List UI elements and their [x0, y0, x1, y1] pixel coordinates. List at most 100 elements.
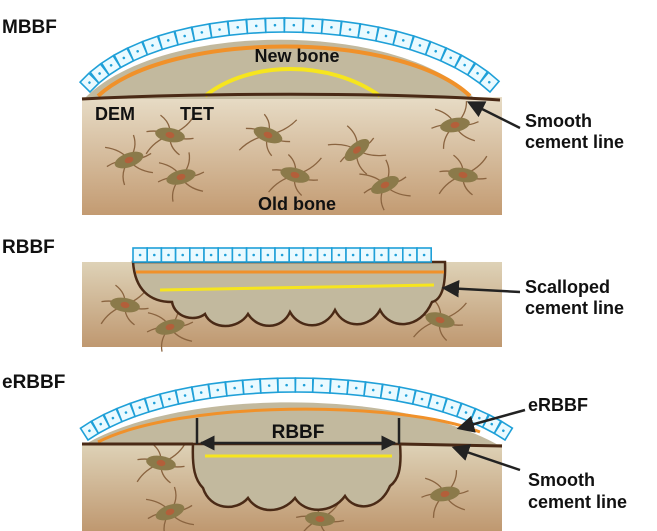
- lining-cell-layer: [78, 17, 501, 94]
- lining-cell: [188, 247, 205, 263]
- smooth-cement-line: [82, 442, 503, 448]
- lining-cell: [283, 17, 305, 34]
- lining-cell: [320, 18, 343, 37]
- lining-cell: [330, 247, 347, 263]
- lining-cell: [144, 393, 165, 413]
- lining-cell: [373, 247, 390, 263]
- osteocyte: [146, 455, 176, 471]
- rbbf-inner-label: RBBF: [272, 422, 325, 443]
- callout-text-line2: cement line: [525, 298, 624, 318]
- osteocyte: [155, 503, 185, 521]
- lining-cell: [416, 247, 433, 263]
- lining-cell: [245, 17, 267, 35]
- old-bone-label: Old bone: [258, 194, 336, 214]
- panel-title-erbbf: eRBBF: [2, 372, 65, 393]
- lining-cell: [302, 247, 319, 263]
- tet-label: TET: [180, 104, 214, 124]
- lining-cell-layer: [132, 247, 433, 263]
- callout-arrow-erbbf: [456, 408, 526, 433]
- lining-cell: [329, 378, 349, 396]
- lining-cell: [224, 379, 245, 397]
- osteocyte: [114, 151, 144, 169]
- lining-cell: [379, 383, 401, 402]
- osteocyte: [344, 138, 370, 162]
- osteocyte: [425, 312, 455, 328]
- osteocyte-cells: [114, 117, 478, 194]
- lining-cell: [359, 247, 376, 263]
- lining-cell: [302, 17, 324, 35]
- callout-text-line2: cement line: [525, 132, 624, 152]
- lining-cell: [493, 420, 514, 442]
- tet-line: [159, 283, 435, 292]
- callout-text-line1: Scalloped: [525, 277, 610, 297]
- lining-cell: [401, 247, 418, 263]
- panel-mbbf: MBBF New bone DEM TET Old bone Smooth ce…: [2, 17, 624, 215]
- lining-cell: [207, 381, 228, 400]
- panel-title-mbbf: MBBF: [2, 17, 57, 38]
- lining-cell: [231, 247, 248, 263]
- new-bone-label: New bone: [254, 46, 339, 66]
- lining-cell: [311, 377, 332, 394]
- panel-rbbf: RBBF Scalloped cement line: [2, 237, 624, 352]
- dem-line: [96, 44, 472, 98]
- lining-cell: [346, 379, 367, 397]
- lining-cell: [132, 247, 149, 263]
- callout-arrow: [466, 101, 521, 130]
- lining-cell: [78, 72, 100, 94]
- old-bone-block: [82, 97, 502, 215]
- scalloped-cavity: [131, 260, 447, 328]
- lining-cell: [339, 20, 361, 39]
- lining-cell: [157, 30, 180, 51]
- lining-cell: [208, 20, 231, 39]
- osteocyte-cells: [110, 297, 455, 335]
- lining-cell: [345, 247, 362, 263]
- callout-arrow-cement: [451, 444, 521, 472]
- lining-cell: [277, 377, 297, 394]
- lining-cell: [191, 383, 212, 402]
- scalloped-cavity: [191, 442, 402, 512]
- osteocyte-cells: [146, 455, 460, 527]
- lining-cell: [357, 22, 380, 42]
- lining-cell: [227, 18, 249, 37]
- lining-cell: [478, 71, 501, 94]
- callout-arrow: [441, 280, 521, 298]
- osteocyte: [430, 486, 460, 502]
- lining-cell: [191, 22, 213, 42]
- lining-cell: [174, 386, 196, 405]
- osteocyte: [371, 176, 399, 194]
- lining-cell: [146, 247, 163, 263]
- callout-text-line2: cement line: [528, 492, 627, 512]
- callout-text-line1: Smooth: [525, 111, 592, 131]
- tet-line: [203, 67, 382, 98]
- callout-text-line1: Smooth: [528, 470, 595, 490]
- lining-cell: [245, 247, 262, 263]
- smooth-cement-line: [81, 92, 501, 102]
- lining-cell: [241, 378, 262, 396]
- lining-cell: [294, 377, 314, 394]
- lining-cell: [387, 247, 404, 263]
- osteocyte: [253, 126, 283, 144]
- lining-cell: [174, 247, 191, 263]
- dem-label: DEM: [95, 104, 135, 124]
- osteocyte: [155, 319, 185, 335]
- osteocyte: [448, 167, 478, 183]
- lining-cell: [288, 247, 305, 263]
- osteocyte: [110, 297, 140, 313]
- osteocyte: [440, 117, 470, 133]
- lining-cell: [160, 247, 177, 263]
- panel-title-rbbf: RBBF: [2, 237, 55, 258]
- lining-cell: [173, 26, 196, 46]
- lining-cell: [259, 247, 276, 263]
- lining-cell: [316, 247, 333, 263]
- lining-cell: [439, 47, 462, 69]
- callout-text-erbbf: eRBBF: [528, 395, 588, 415]
- osteocyte: [155, 127, 185, 143]
- panel-erbbf: RBBF eRBBF eRBBF Smooth cement line: [2, 372, 627, 531]
- lining-cell: [259, 377, 279, 394]
- osteocyte: [280, 167, 310, 183]
- lining-cell-layer: [79, 377, 514, 442]
- lining-cell: [274, 247, 291, 263]
- osteocyte: [305, 511, 335, 527]
- lining-cell: [217, 247, 234, 263]
